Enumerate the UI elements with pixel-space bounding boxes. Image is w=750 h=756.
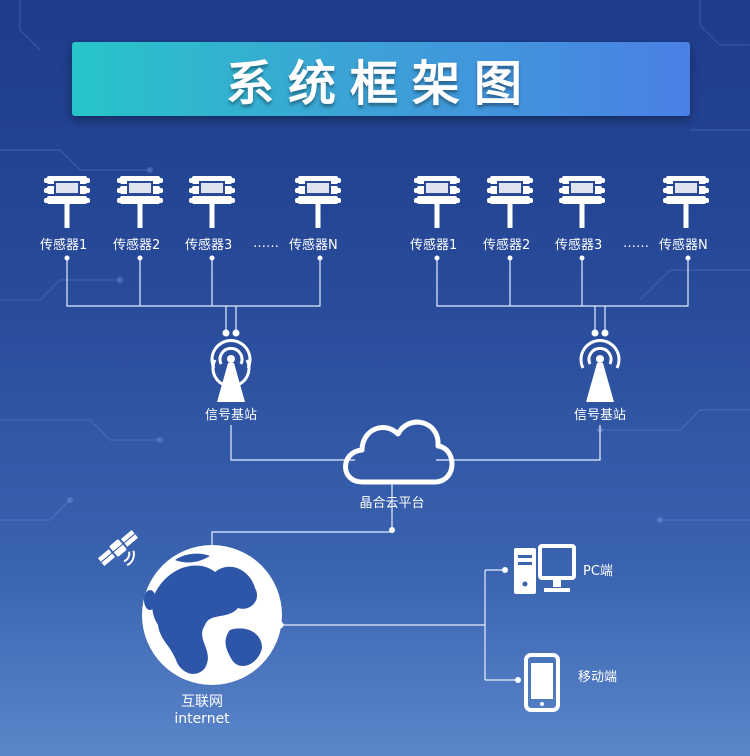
mobile-phone-icon [524,653,560,712]
desktop-computer-icon [514,544,576,594]
antenna-icon [210,339,252,402]
diagram-title: 系统框架图 [225,56,536,112]
sensor-label: 传感器3 [185,238,233,253]
pc-client-label: PC端 [583,564,613,579]
ellipsis: …… [623,236,649,251]
base-station-label: 信号基站 [204,408,258,423]
satellite-icon [97,530,139,567]
sensor-icon [487,176,533,228]
sensor-label: 传感器3 [555,238,603,253]
internet-label-cn: 互联网 [181,694,223,710]
title-banner: 系统框架图 [72,42,690,116]
sensor-label: 传感器1 [40,238,88,253]
sensor-label: 传感器N [659,238,708,253]
sensor-icon [189,176,235,228]
cloud-platform-label: 晶合云平台 [359,496,425,511]
sensor-icon [117,176,163,228]
sensor-icon [414,176,460,228]
sensor-icon [663,176,709,228]
sensor-label: 传感器N [289,238,338,253]
sensor-label: 传感器2 [483,238,531,253]
cloud-icon [343,419,455,485]
sensor-label: 传感器2 [113,238,161,253]
ellipsis: …… [253,236,279,251]
sensor-label: 传感器1 [410,238,458,253]
mobile-client-label: 移动端 [578,670,618,685]
globe-icon [142,545,282,685]
sensor-icon [44,176,90,228]
sensor-icon [295,176,341,228]
internet-label-en: internet [174,711,230,727]
base-station-label: 信号基站 [573,408,627,423]
antenna-icon [579,339,621,402]
sensor-icon [559,176,605,228]
